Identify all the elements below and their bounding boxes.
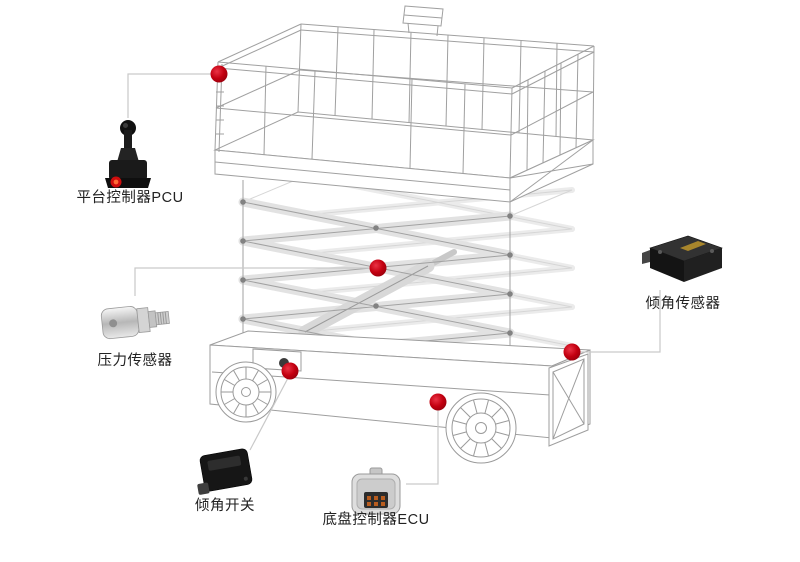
- marker-tilt-sensor: [563, 343, 581, 361]
- wheel-right: [445, 392, 517, 464]
- platform-deck: [213, 111, 595, 203]
- joystick-pcu-icon: [105, 120, 151, 188]
- marker-dots: [210, 65, 581, 411]
- marker-platform-pcu: [210, 65, 228, 83]
- tilt-sensor-icon: [642, 235, 723, 282]
- marker-pressure-sensor: [369, 259, 387, 277]
- label-tilt-sensor: 倾角传感器: [645, 296, 721, 312]
- label-chassis-ecu: 底盘控制器ECU: [322, 512, 430, 528]
- marker-chassis-ecu: [429, 393, 447, 411]
- label-platform-controller-pcu: 平台控制器PCU: [76, 190, 184, 206]
- label-pressure-sensor: 压力传感器: [97, 353, 173, 369]
- platform-control-box: [402, 5, 444, 37]
- pressure-sensor-icon: [100, 306, 170, 340]
- tilt-switch-icon: [197, 448, 253, 495]
- leader-lines: [127, 73, 661, 485]
- marker-tilt-switch: [281, 362, 299, 380]
- chassis-side-panel: [548, 353, 589, 447]
- hydraulic-cylinder: [298, 249, 457, 339]
- scissor-pivots: [240, 199, 513, 348]
- label-tilt-switch: 倾角开关: [195, 498, 255, 514]
- wheel-left: [215, 361, 277, 423]
- ecu-module-icon: [351, 467, 401, 515]
- platform-guardrail: [214, 5, 595, 179]
